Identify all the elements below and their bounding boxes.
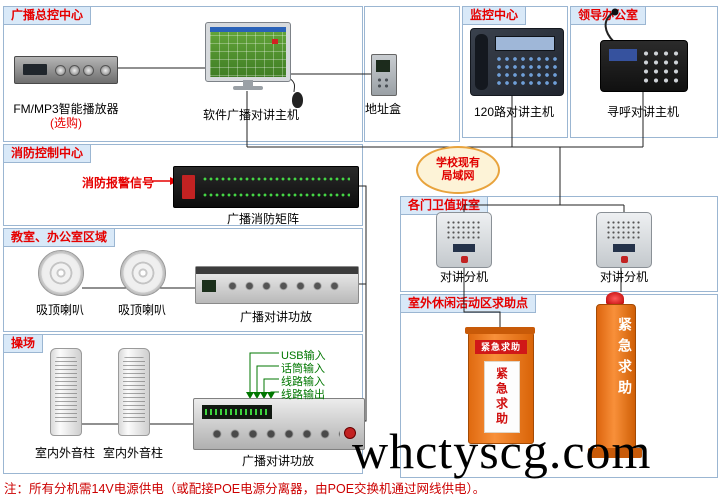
monitor-alert-cell bbox=[272, 39, 278, 44]
label-column-speaker-2: 室内外音柱 bbox=[102, 446, 163, 460]
fm-display bbox=[23, 64, 47, 75]
emergency-help-post-1: 紧急求助 紧急求助 bbox=[465, 327, 535, 444]
speaker-grille bbox=[55, 357, 77, 425]
label-extension-2: 对讲分机 bbox=[599, 270, 648, 284]
intercom-120-keypad bbox=[495, 55, 557, 89]
monitor-titlebar bbox=[210, 27, 286, 32]
post-panel-text: 紧急求助 bbox=[494, 367, 509, 427]
beacon-light-icon bbox=[606, 292, 624, 305]
speaker-grille bbox=[123, 357, 145, 425]
label-intercom-120: 120路对讲主机 bbox=[473, 105, 555, 119]
label-extension-1: 对讲分机 bbox=[439, 270, 488, 284]
speaker-grille bbox=[446, 220, 482, 240]
software-host-monitor bbox=[205, 22, 291, 82]
classroom-amplifier-device bbox=[195, 266, 359, 304]
section-classroom-office: 教室、办公室区域 bbox=[3, 228, 363, 332]
monitor-stand bbox=[243, 80, 253, 86]
label-ceiling-speaker-2: 吸顶喇叭 bbox=[117, 303, 166, 317]
label-fm-optional: (选购) bbox=[50, 116, 82, 130]
post-panel: 紧急求助 bbox=[484, 361, 520, 433]
fm-mp3-player-device bbox=[14, 56, 118, 84]
post-column-text: 紧急求助 bbox=[617, 317, 633, 401]
fm-knob-icon bbox=[55, 65, 66, 76]
section-fire-control-title: 消防控制中心 bbox=[4, 145, 92, 163]
section-outdoor-help: 室外休闲活动区求助点 bbox=[400, 294, 718, 478]
intercom-extension-2 bbox=[596, 212, 652, 268]
lan-line2: 局域网 bbox=[441, 170, 475, 182]
intercom-extension-1 bbox=[436, 212, 492, 268]
section-monitor-center: 监控中心 bbox=[462, 6, 568, 138]
intercom-120-screen bbox=[495, 36, 555, 51]
power-note: 注：所有分机需14V电源供电（或配接POE电源分离器，由POE交换机通过网线供电… bbox=[4, 482, 486, 496]
amplifier-display bbox=[202, 280, 216, 292]
label-software-host: 软件广播对讲主机 bbox=[202, 108, 299, 122]
label-playground-amp: 广播对讲功放 bbox=[241, 454, 314, 468]
address-box-screen bbox=[376, 60, 390, 72]
intercom-120-host-device bbox=[470, 28, 564, 96]
paging-host-device bbox=[600, 40, 688, 92]
label-ceiling-speaker-1: 吸顶喇叭 bbox=[35, 303, 84, 317]
ceiling-speaker-2 bbox=[120, 250, 166, 296]
power-button-icon bbox=[344, 427, 356, 439]
section-broadcast-center-title: 广播总控中心 bbox=[4, 7, 92, 25]
emergency-help-post-2: 紧急求助 bbox=[596, 304, 636, 452]
fire-matrix-device bbox=[173, 166, 359, 208]
label-fm-player: FM/MP3智能播放器 bbox=[13, 102, 119, 116]
section-fire-control: 消防控制中心 bbox=[3, 144, 363, 226]
label-paging-host: 寻呼对讲主机 bbox=[606, 105, 679, 119]
section-outdoor-help-title: 室外休闲活动区求助点 bbox=[401, 295, 537, 313]
paging-host-keypad bbox=[641, 49, 681, 83]
label-column-speaker-1: 室内外音柱 bbox=[34, 446, 95, 460]
fm-knob-icon bbox=[83, 65, 94, 76]
matrix-red-indicator bbox=[182, 175, 195, 199]
section-classroom-office-title: 教室、办公室区域 bbox=[4, 229, 116, 247]
gooseneck-mic-icon bbox=[604, 8, 619, 43]
playground-amplifier-device bbox=[193, 398, 365, 450]
label-address-box: 地址盒 bbox=[364, 102, 401, 116]
matrix-led-row bbox=[202, 175, 350, 183]
fm-knob-icon bbox=[69, 65, 80, 76]
ceiling-speaker-1 bbox=[38, 250, 84, 296]
post-title-band: 紧急求助 bbox=[475, 340, 527, 354]
handset-icon bbox=[475, 34, 488, 90]
matrix-led-row bbox=[202, 191, 350, 199]
amplifier-knobs bbox=[224, 278, 346, 294]
label-fire-signal: 消防报警信号 bbox=[81, 176, 154, 190]
label-line-output: 线路输出 bbox=[281, 389, 325, 401]
watermark-text: whctyscg.com bbox=[352, 423, 652, 479]
call-button-icon bbox=[461, 256, 468, 263]
mouse-icon bbox=[292, 92, 303, 108]
label-line-input: 线路输入 bbox=[281, 376, 325, 388]
monitor-base bbox=[233, 86, 263, 90]
address-box-device bbox=[371, 54, 397, 96]
label-classroom-amp: 广播对讲功放 bbox=[239, 310, 312, 324]
amplifier-knobs bbox=[208, 425, 340, 443]
extension-screen bbox=[453, 244, 475, 252]
address-box-keys bbox=[376, 77, 390, 89]
column-speaker-2 bbox=[118, 348, 150, 436]
column-speaker-1 bbox=[50, 348, 82, 436]
post-roof bbox=[465, 327, 535, 334]
amplifier-top-strip bbox=[196, 267, 358, 274]
post-base bbox=[588, 448, 642, 458]
monitor-screen bbox=[210, 27, 286, 77]
lan-cloud: 学校现有 局域网 bbox=[416, 146, 500, 194]
lan-line1: 学校现有 bbox=[436, 157, 480, 169]
extension-screen bbox=[613, 244, 635, 252]
paging-host-screen bbox=[609, 49, 637, 61]
fm-knob-icon bbox=[100, 65, 111, 76]
speaker-grille bbox=[606, 220, 642, 240]
call-button-icon bbox=[621, 256, 628, 263]
label-fire-matrix: 广播消防矩阵 bbox=[226, 212, 299, 226]
vu-meter-bars bbox=[205, 409, 269, 415]
label-mic-input: 话筒输入 bbox=[281, 363, 325, 375]
section-playground-title: 操场 bbox=[4, 335, 44, 353]
section-monitor-center-title: 监控中心 bbox=[463, 7, 527, 25]
vu-meter bbox=[202, 405, 272, 419]
label-usb-input: USB输入 bbox=[281, 350, 326, 362]
